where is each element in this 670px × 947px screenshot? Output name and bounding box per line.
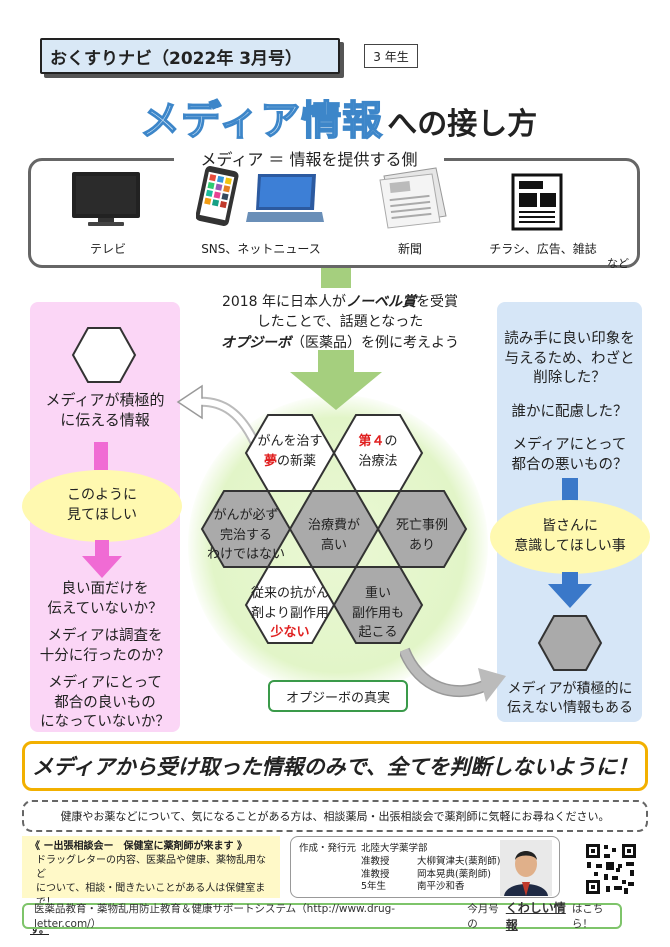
footer-box[interactable]: 医薬品教育・薬物乱用防止教育＆健康サポートシステム（http://www.dru… [22, 901, 622, 932]
hex-7 [332, 566, 424, 644]
media-heading: メディア ＝ 情報を提供する側 [174, 146, 444, 170]
truth-label: オプジーボの真実 [268, 680, 408, 712]
hex-5-text: 死亡事例 あり [395, 518, 448, 553]
delivery-consult-box: 《 ー出張相談会ー 保健室に薬剤師が来ます 》 ドラッグレターの内容、医薬品や健… [22, 836, 280, 936]
intro-text: 2018 年に日本人がノーベル賞を受賞 したことで、話題となった オプジーボ（医… [190, 292, 490, 353]
pink-arrow-shaft [94, 442, 108, 470]
left-questions: 良い面だけを 伝えていないか？ メディアは調査を 十分に行ったのか？ メディアに… [39, 581, 171, 731]
curved-arrow-right-icon [400, 647, 506, 702]
grade-label: 3 年生 [373, 49, 409, 64]
tv-icon [72, 172, 140, 226]
right-questions: 読み手に良い印象を 与えるため、わざと 削除した？ 誰かに配慮した？ メディアに… [504, 331, 635, 473]
hex-1-text: がんを治す 夢の新薬 [257, 434, 323, 469]
hex-6 [244, 566, 336, 644]
author-box: 作成・発行元北陸大学薬学部 准教授大柳賀津夫(薬剤師) 准教授岡本晃典(薬剤師)… [290, 836, 560, 898]
intro-line2: したことで、話題となった [256, 314, 424, 331]
positive-info-text: メディアが積極的 に伝える情報 [45, 391, 165, 430]
media-label-sns: SNS、ネットニュース [201, 242, 321, 256]
footer-system: 医薬品教育・薬物乱用防止教育＆健康サポートシステム（http://www.dru… [34, 903, 396, 930]
hex-2-text: 第４の 治療法 [358, 434, 398, 469]
media-label-tv: テレビ [89, 242, 126, 256]
media-label-flyer: チラシ、広告、雑誌 [489, 242, 597, 256]
aware-ellipse: 皆さんに意識してほしい事 [490, 500, 650, 574]
intro-line1b: を受賞 [416, 294, 459, 310]
hex-4-text: 治療費が 高い [307, 518, 360, 553]
grade-box: 3 年生 [364, 44, 418, 68]
empty-hexagon-icon [71, 327, 137, 383]
footer-lead: 今月号の [467, 903, 499, 930]
connector-bar [321, 268, 351, 288]
issue-title-box: おくすりナビ（2022年 3月号） [40, 38, 340, 74]
media-label-newspaper: 新聞 [397, 242, 422, 256]
consult-box: 健康やお薬などについて、気になることがある方は、相談薬局・出張相談会で薬剤師に気… [22, 800, 648, 832]
footer-tail: はこちら！ [571, 903, 604, 930]
detail-link[interactable]: くわしい情報 [505, 901, 566, 932]
nobel-text: ノーベル賞 [346, 294, 417, 310]
hex-6-text: 従来の抗がん 剤より副作用 少ない [250, 586, 329, 640]
smartphone-laptop-icon [196, 166, 324, 226]
newspaper-icon [379, 167, 447, 229]
flyer-icon [511, 173, 563, 231]
title-part1: メディア情報 [139, 97, 384, 145]
warning-banner: メディアから受け取った情報のみで、全てを判断しないように！ [22, 741, 648, 791]
negative-info-text: メディアが積極的に 伝えない情報もある [507, 681, 633, 716]
gray-hexagon-icon [537, 615, 603, 671]
page-title: メディア情報 への接し方 [139, 88, 560, 145]
blue-down-arrow-icon [548, 572, 592, 608]
title-part2: への接し方 [387, 107, 538, 142]
hex-7-text: 重い 副作用も 起こる [351, 586, 404, 640]
issue-title: おくすりナビ（2022年 3月号） [50, 48, 303, 69]
pink-down-arrow-icon [82, 540, 122, 578]
drug-name: オプジーボ [221, 334, 291, 351]
blue-arrow-shaft [562, 478, 578, 502]
wish-ellipse: このように見てほしい [22, 470, 182, 542]
hex-5 [376, 490, 468, 568]
intro-line1: 2018 年に日本人が [221, 294, 347, 310]
down-arrow-icon [290, 350, 382, 410]
qr-code-icon[interactable] [584, 842, 638, 896]
intro-line3: （医薬品）を例に考えよう [291, 334, 459, 351]
author-photo [500, 840, 552, 896]
hexagon-grid [200, 414, 468, 644]
media-etc: など [607, 257, 629, 270]
hex-3-text: がんが必ず 完治する わけではない [206, 508, 285, 562]
